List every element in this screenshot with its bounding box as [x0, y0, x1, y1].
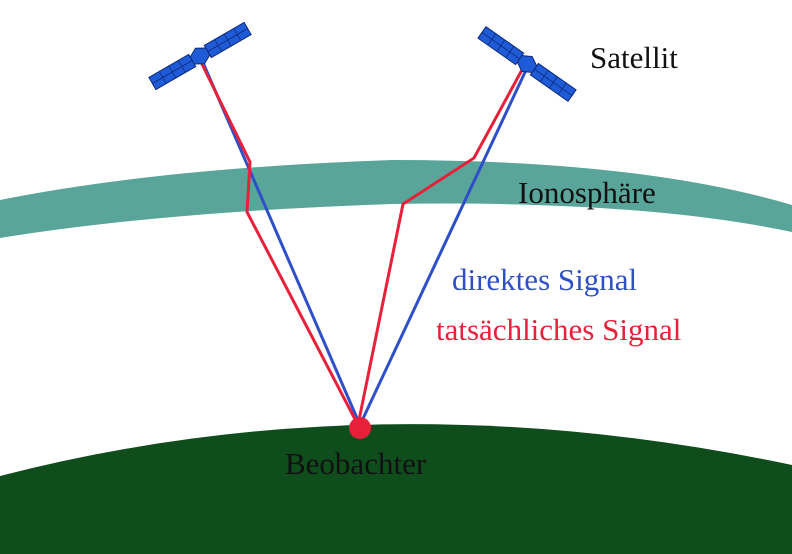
satellite-left-icon: [148, 21, 252, 91]
direct-signal-right: [358, 67, 529, 426]
observer-dot: [349, 417, 371, 439]
ionosphere-band: [0, 160, 792, 238]
actual-signal-label: tatsächliches Signal: [436, 312, 682, 347]
actual-signal-left: [197, 57, 360, 426]
satellite-label: Satellit: [590, 40, 678, 75]
actual-signal-right: [356, 67, 525, 426]
observer-label: Beobachter: [285, 446, 427, 481]
direct-signal-label: direktes Signal: [452, 262, 638, 297]
earth-surface: [0, 424, 792, 554]
ionosphere-label: Ionosphäre: [518, 175, 656, 210]
satellite-right-icon: [477, 26, 577, 102]
